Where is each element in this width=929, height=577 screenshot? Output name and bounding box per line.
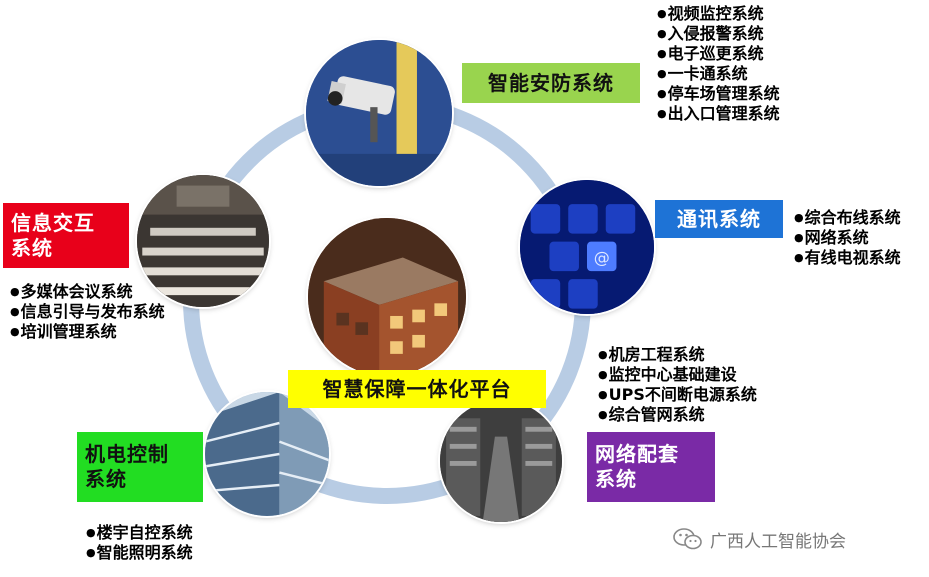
watermark: 广西人工智能协会 — [672, 526, 846, 552]
mechanical-control-subsystem-list: 楼宇自控系统 智能照明系统 — [86, 523, 193, 563]
list-item: UPS不间断电源系统 — [598, 385, 757, 405]
list-item: 停车场管理系统 — [657, 84, 780, 104]
wechat-icon — [673, 528, 702, 550]
list-item: 网络系统 — [794, 228, 901, 248]
list-item: 智能照明系统 — [86, 543, 193, 563]
svg-text:@: @ — [594, 248, 610, 267]
info-exchange-title-line2: 系统 — [11, 235, 53, 260]
network-support-title-line1: 网络配套 — [595, 442, 679, 466]
network-support-label: 网络配套 系统 — [587, 432, 715, 502]
communication-system-title: 通讯系统 — [677, 206, 761, 231]
watermark-text: 广西人工智能协会 — [710, 531, 846, 552]
security-system-label: 智能安防系统 — [462, 63, 640, 103]
keyboard-image: @ — [520, 180, 654, 314]
info-exchange-subsystem-list: 多媒体会议系统 信息引导与发布系统 培训管理系统 — [10, 282, 165, 342]
center-platform-title: 智慧保障一体化平台 — [322, 376, 512, 401]
list-item: 多媒体会议系统 — [10, 282, 165, 302]
list-item: 视频监控系统 — [657, 4, 780, 24]
list-item: 入侵报警系统 — [657, 24, 780, 44]
mechanical-control-label: 机电控制 系统 — [77, 432, 203, 502]
list-item: 出入口管理系统 — [657, 104, 780, 124]
network-support-title-line2: 系统 — [595, 467, 637, 491]
center-platform-label: 智慧保障一体化平台 — [288, 370, 546, 408]
info-exchange-title-line1: 信息交互 — [11, 210, 95, 235]
list-item: 电子巡更系统 — [657, 44, 780, 64]
conference-room-image — [137, 175, 269, 307]
server-room-image — [440, 400, 562, 522]
list-item: 有线电视系统 — [794, 248, 901, 268]
list-item: 一卡通系统 — [657, 64, 780, 84]
list-item: 楼宇自控系统 — [86, 523, 193, 543]
list-item: 综合管网系统 — [598, 405, 757, 425]
list-item: 信息引导与发布系统 — [10, 302, 165, 322]
list-item: 机房工程系统 — [598, 345, 757, 365]
network-support-subsystem-list: 机房工程系统 监控中心基础建设 UPS不间断电源系统 综合管网系统 — [598, 345, 757, 425]
mechanical-control-title-line2: 系统 — [85, 467, 127, 491]
list-item: 培训管理系统 — [10, 322, 165, 342]
info-exchange-label: 信息交互 系统 — [3, 203, 129, 268]
glass-building-image — [205, 392, 329, 516]
list-item: 综合布线系统 — [794, 208, 901, 228]
mechanical-control-title-line1: 机电控制 — [85, 442, 169, 466]
security-system-title: 智能安防系统 — [488, 70, 614, 95]
communication-subsystem-list: 综合布线系统 网络系统 有线电视系统 — [794, 208, 901, 268]
security-subsystem-list: 视频监控系统 入侵报警系统 电子巡更系统 一卡通系统 停车场管理系统 出入口管理… — [657, 4, 780, 124]
building-image — [308, 218, 466, 376]
list-item: 监控中心基础建设 — [598, 365, 757, 385]
communication-system-label: 通讯系统 — [655, 200, 783, 238]
security-camera-image — [306, 40, 452, 186]
